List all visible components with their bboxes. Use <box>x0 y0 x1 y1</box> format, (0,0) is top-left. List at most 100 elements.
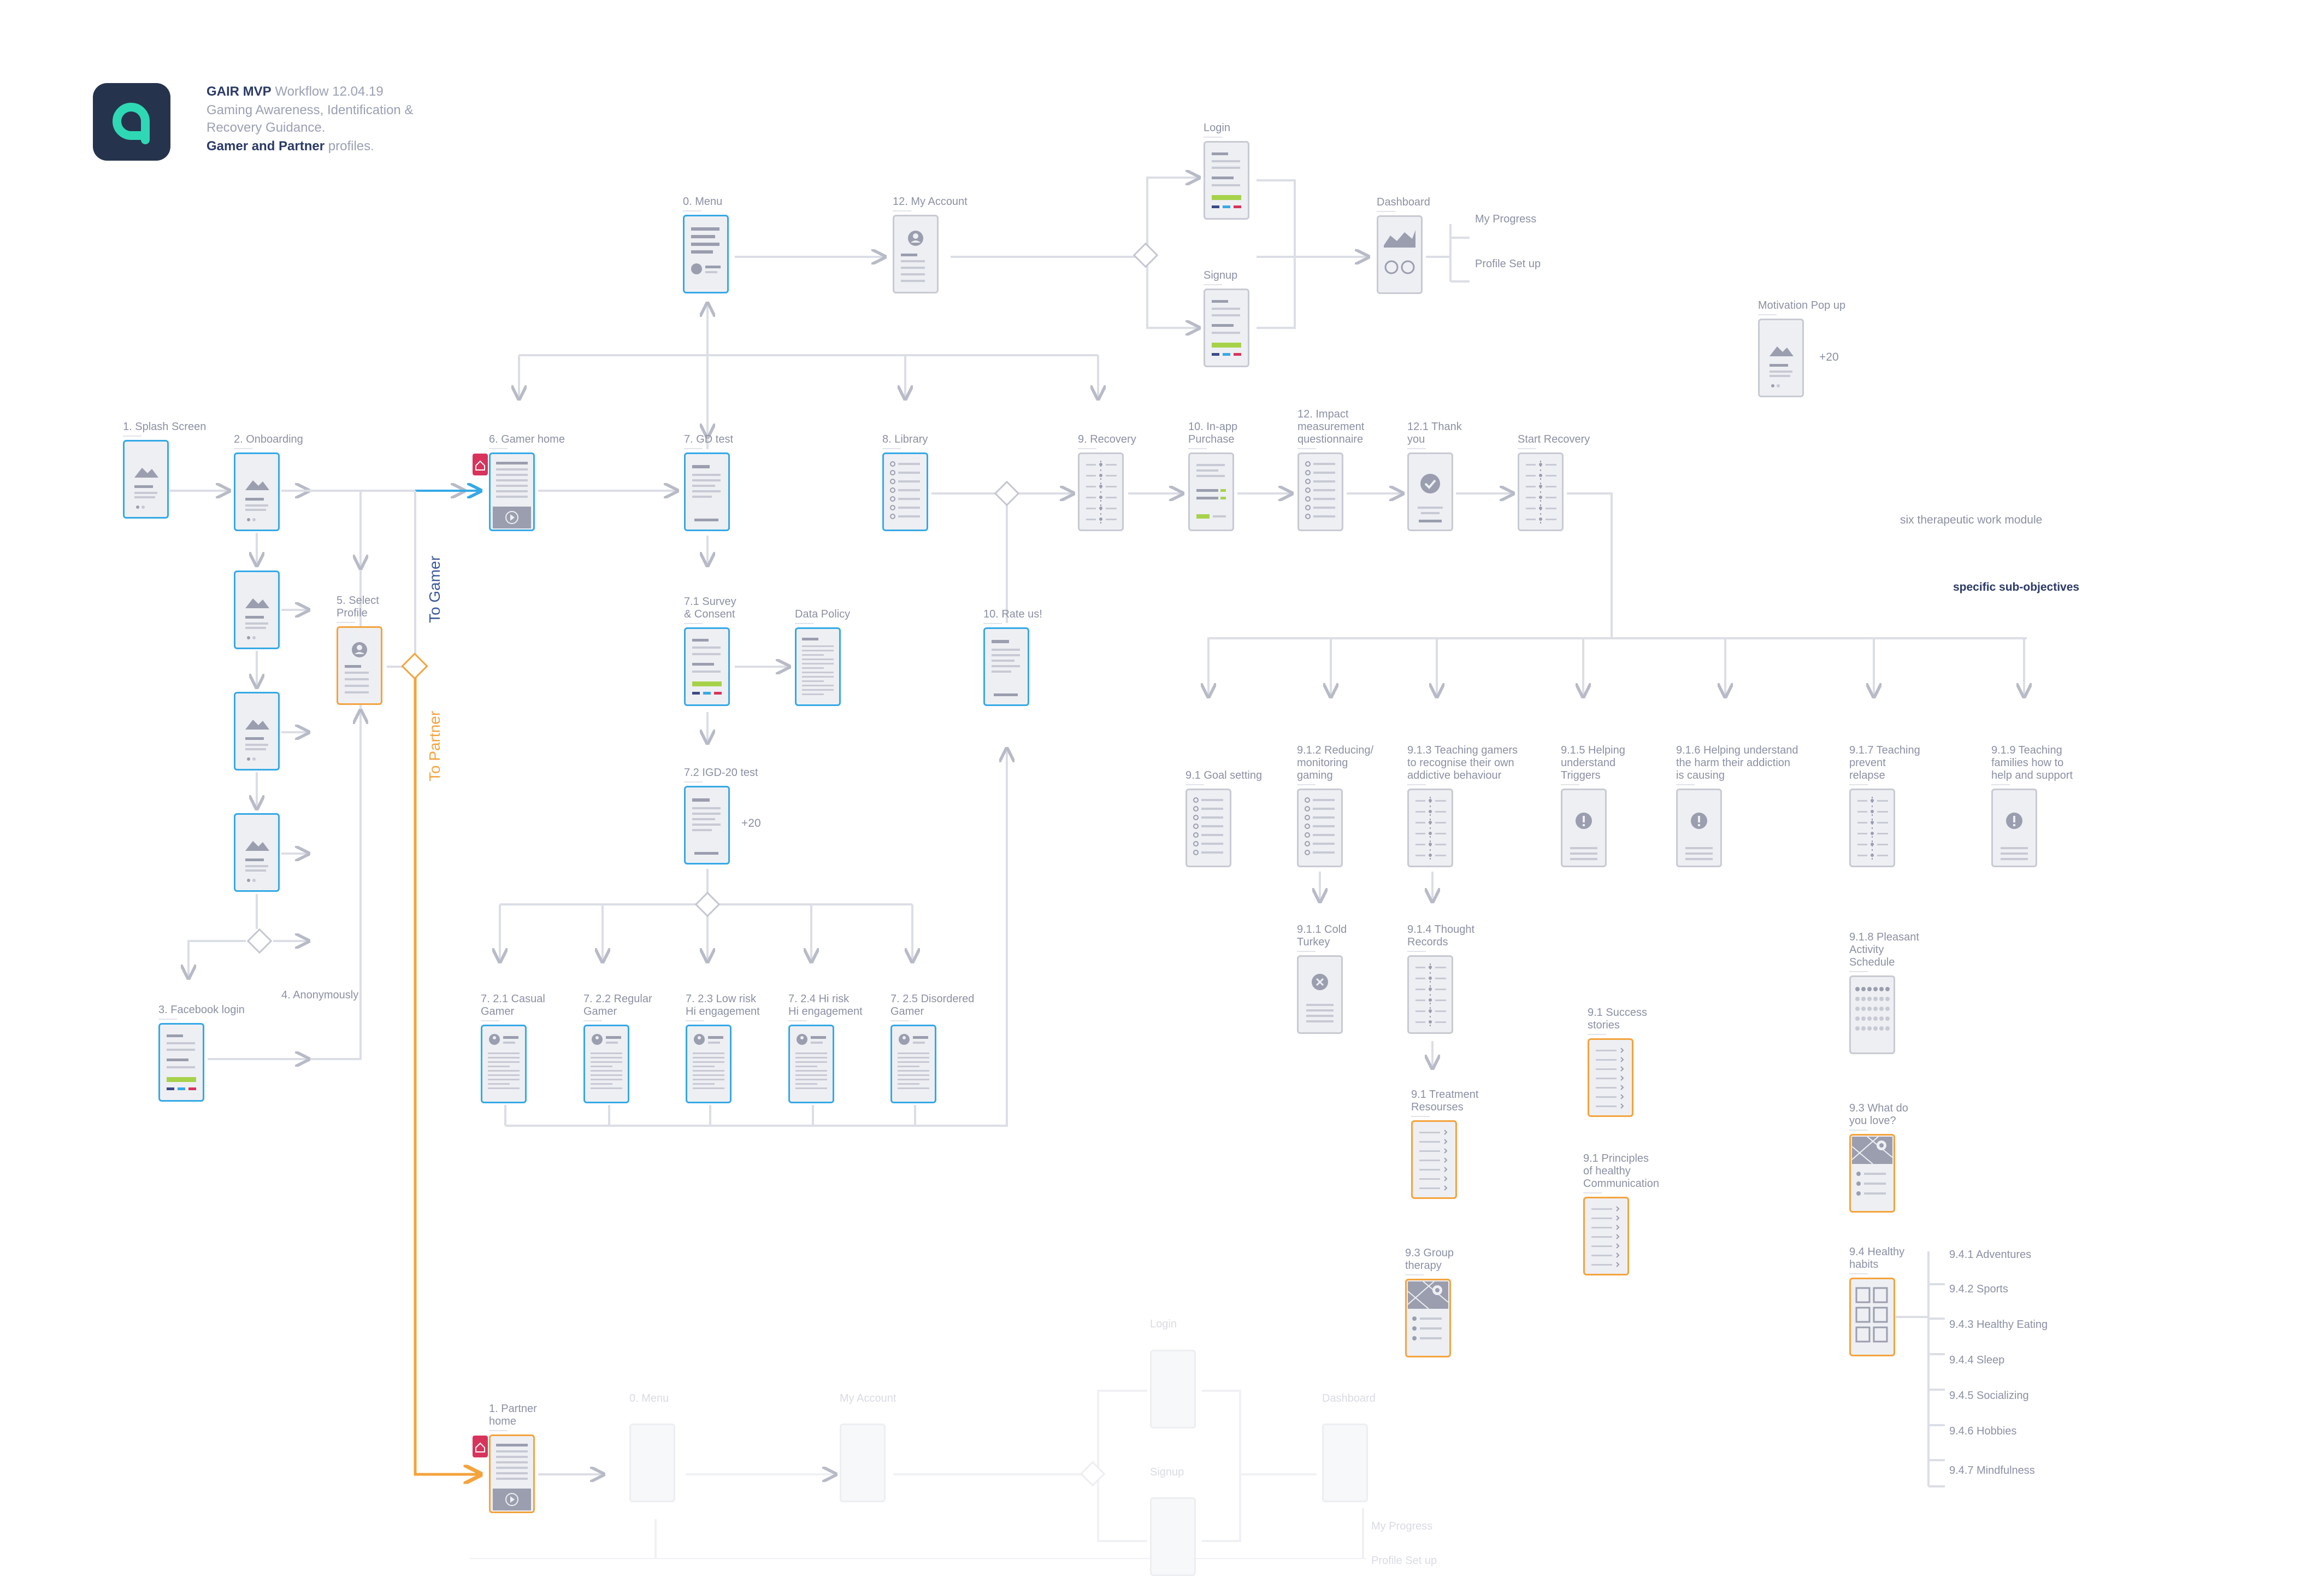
screen-gdtest[interactable] <box>684 452 730 531</box>
screen-survey[interactable] <box>684 627 730 706</box>
screen-account[interactable] <box>893 215 939 293</box>
label-underline <box>1185 784 1204 785</box>
label-casual: 7. 2.1 Casual Gamer <box>481 993 545 1018</box>
screen-regular[interactable] <box>583 1025 629 1103</box>
screen-onb3[interactable] <box>234 692 280 771</box>
label-startrec: Start Recovery <box>1518 433 1590 445</box>
screen-motivation[interactable] <box>1758 319 1804 397</box>
screen-success[interactable] <box>1588 1038 1633 1117</box>
label-account: 12. My Account <box>893 196 968 208</box>
label-inapp: 10. In-app Purchase <box>1188 421 1238 445</box>
screen-onb4[interactable] <box>234 813 280 892</box>
screen-menu[interactable] <box>683 215 729 293</box>
label-underline <box>1297 784 1316 785</box>
habit-healthy-eating[interactable]: 9.4.3 Healthy Eating <box>1949 1319 2048 1331</box>
habit-mindfulness[interactable]: 9.4.7 Mindfulness <box>1949 1465 2035 1477</box>
habit-hobbies[interactable]: 9.4.6 Hobbies <box>1949 1425 2017 1437</box>
screen-igd[interactable] <box>684 786 730 865</box>
text-icon <box>686 787 728 863</box>
dashboard-link-progress[interactable]: My Progress <box>1475 213 1537 225</box>
screen-onb2[interactable] <box>234 571 280 649</box>
screen-startrec[interactable] <box>1518 452 1564 531</box>
screen-onboarding[interactable] <box>234 452 280 531</box>
label-underline <box>890 1020 909 1021</box>
label-underline <box>1188 448 1207 449</box>
screen-disordered[interactable] <box>890 1025 936 1103</box>
screen-reducing[interactable] <box>1297 789 1343 867</box>
screen-healthy[interactable] <box>1849 1278 1895 1356</box>
label-underline <box>1078 448 1096 449</box>
habit-adventures[interactable]: 9.4.1 Adventures <box>1949 1249 2032 1261</box>
screen-impact[interactable] <box>1297 452 1343 531</box>
gair-logo <box>93 83 170 161</box>
label-underline <box>1991 784 2010 785</box>
label-underline <box>684 448 703 449</box>
label-underline <box>1405 1274 1424 1275</box>
label-datapolicy: Data Policy <box>795 608 851 620</box>
label-underline <box>1377 211 1395 212</box>
label-underline <box>481 1020 499 1021</box>
label-success: 9.1 Success stories <box>1588 1007 1647 1031</box>
screen-inapp[interactable] <box>1188 452 1234 531</box>
habit-sports[interactable]: 9.4.2 Sports <box>1949 1283 2008 1295</box>
ghost-account-label: My Account <box>840 1392 896 1404</box>
header-line-2: Gaming Awareness, Identification & <box>207 103 414 117</box>
screen-relapse[interactable] <box>1849 789 1895 867</box>
screen-datapolicy[interactable] <box>795 627 841 706</box>
screen-casual[interactable] <box>481 1025 527 1103</box>
habit-sleep[interactable]: 9.4.4 Sleep <box>1949 1354 2005 1366</box>
screen-grouptherapy[interactable] <box>1405 1279 1451 1357</box>
habit-socializing[interactable]: 9.4.5 Socializing <box>1949 1390 2029 1402</box>
screen-library[interactable] <box>882 452 928 531</box>
screen-fb[interactable] <box>158 1023 204 1102</box>
screen-rateus[interactable] <box>983 627 1029 706</box>
screen-treatment[interactable] <box>1411 1120 1457 1199</box>
label-underline <box>123 436 141 437</box>
screen-thankyou[interactable] <box>1407 452 1453 531</box>
screen-families[interactable] <box>1991 789 2037 867</box>
screen-splash[interactable] <box>123 440 169 519</box>
screen-principles[interactable] <box>1583 1197 1629 1275</box>
label-underline <box>795 623 813 624</box>
profile-icon <box>790 1026 833 1102</box>
label-partnerhome: 1. Partner home <box>489 1403 537 1427</box>
screen-pleasant[interactable] <box>1849 975 1895 1054</box>
screen-hirisk[interactable] <box>788 1025 834 1103</box>
label-underline <box>1561 784 1579 785</box>
label-underline <box>684 781 703 783</box>
screen-whatlove[interactable] <box>1849 1134 1895 1213</box>
label-underline <box>1407 784 1426 785</box>
label-fb: 3. Facebook login <box>158 1004 245 1016</box>
alert-icon <box>1993 790 2036 866</box>
screen-harm[interactable] <box>1676 789 1722 867</box>
to-gamer-label: To Gamer <box>426 556 443 623</box>
screen-signup[interactable] <box>1204 289 1249 367</box>
app-name: GAIR MVP <box>207 84 272 99</box>
label-underline <box>684 623 703 624</box>
label-relapse: 9.1.7 Teaching prevent relapse <box>1849 744 1920 781</box>
screen-select[interactable] <box>337 626 382 705</box>
screen-teaching[interactable] <box>1407 789 1453 867</box>
ghost-menu-screen <box>629 1424 675 1502</box>
label-select: 5. Select Profile <box>337 595 379 619</box>
screen-triggers[interactable] <box>1561 789 1607 867</box>
screen-coldturkey[interactable] <box>1297 955 1343 1034</box>
screen-dashboard[interactable] <box>1377 215 1423 294</box>
screen-partnerhome[interactable] <box>489 1434 535 1513</box>
workflow-version: Workflow 12.04.19 <box>275 84 384 99</box>
label-underline <box>1588 1034 1606 1035</box>
image-icon <box>235 454 278 530</box>
screen-goal[interactable] <box>1185 789 1231 867</box>
ghost-signup-label: Signup <box>1150 1466 1184 1478</box>
profile-icon <box>585 1026 628 1102</box>
screen-gamerhome[interactable] <box>489 452 535 531</box>
screen-login[interactable] <box>1204 141 1249 220</box>
map-icon <box>1851 1136 1894 1211</box>
screen-thought[interactable] <box>1407 955 1453 1034</box>
modules-note: six therapeutic work module <box>1900 514 2043 526</box>
dashboard-link-profile[interactable]: Profile Set up <box>1475 258 1541 270</box>
screen-recovery[interactable] <box>1078 452 1124 531</box>
label-goal: 9.1 Goal setting <box>1185 769 1263 781</box>
screen-lowrisk[interactable] <box>686 1025 732 1103</box>
text-icon <box>985 629 1028 704</box>
